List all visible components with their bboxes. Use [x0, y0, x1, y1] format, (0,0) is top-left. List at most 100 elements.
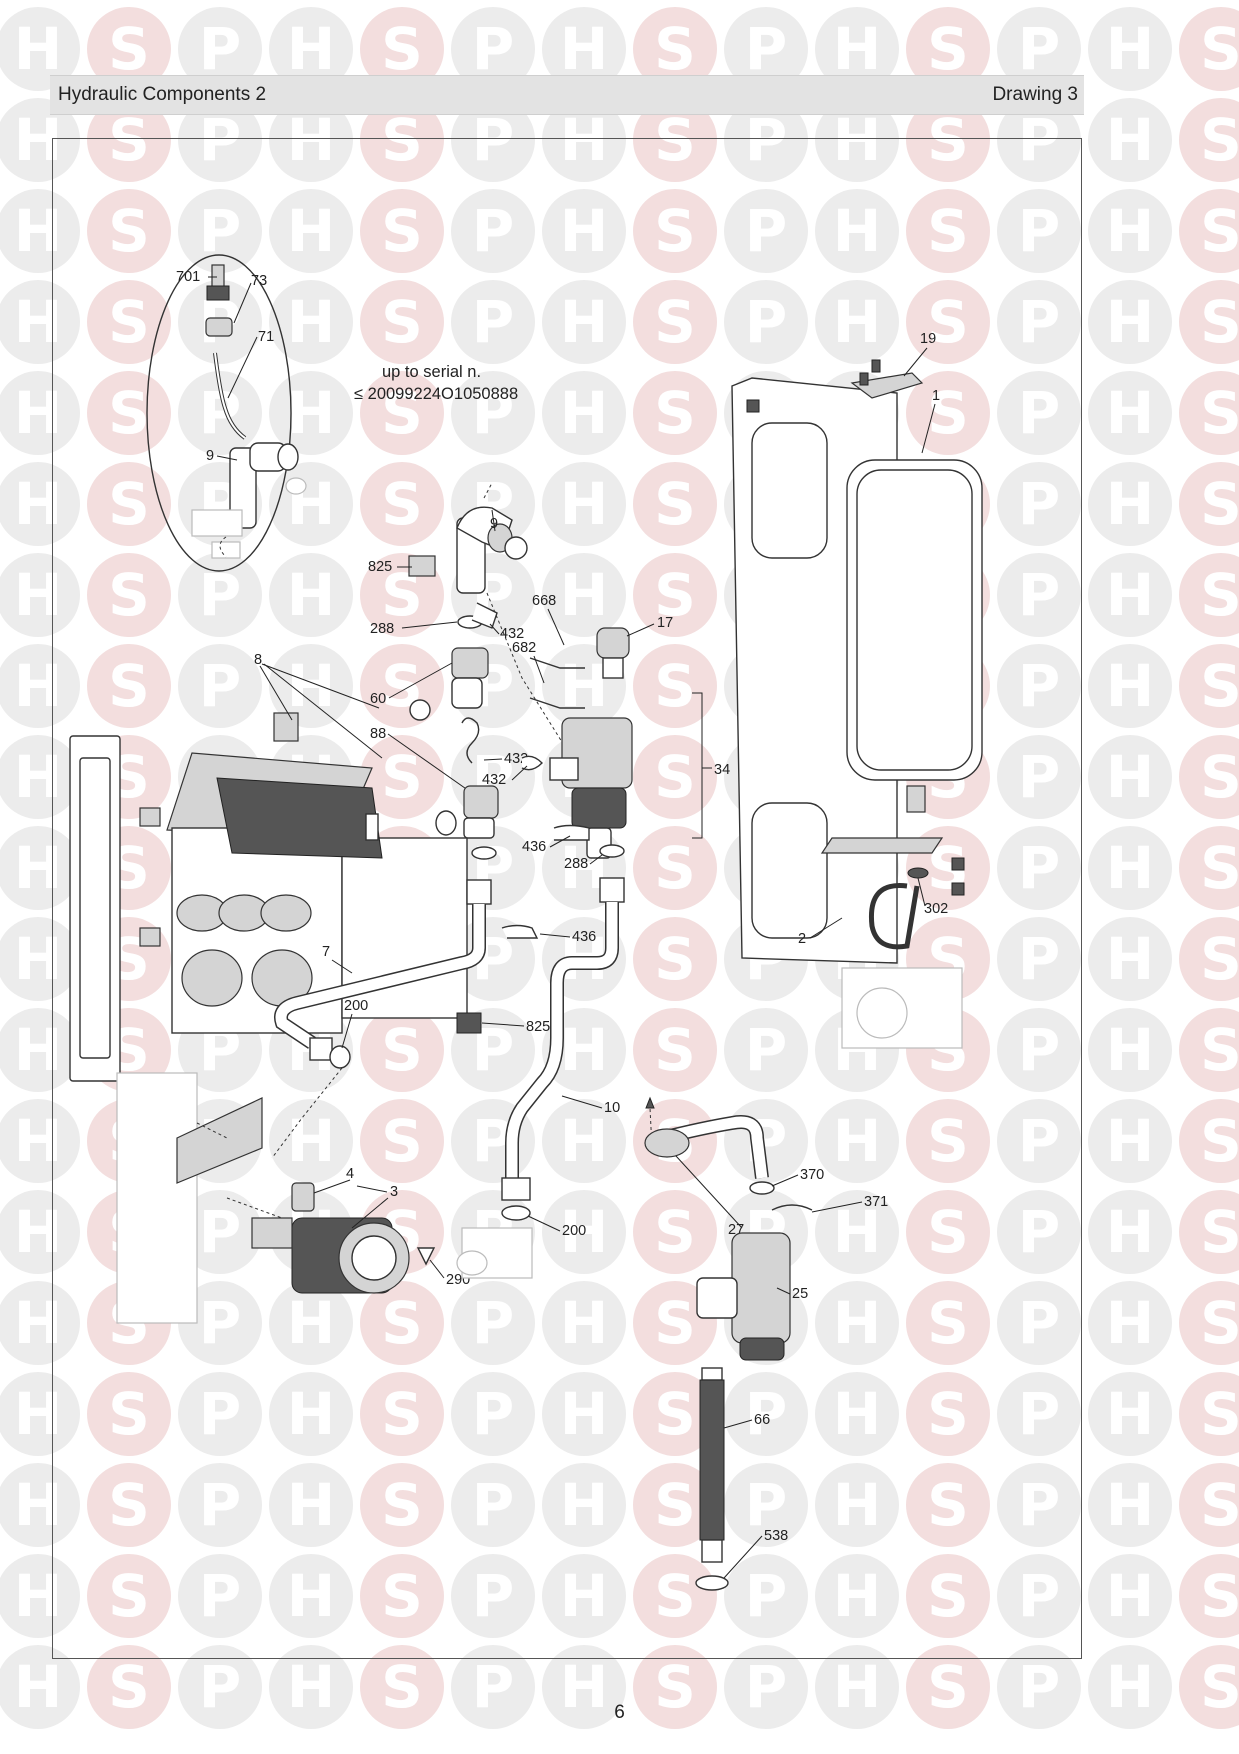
watermark-letter: H — [1106, 106, 1155, 174]
watermark-circle — [1179, 826, 1239, 910]
watermark-circle — [360, 1372, 444, 1456]
watermark-letter: H — [560, 197, 609, 265]
watermark-circle — [815, 1099, 899, 1183]
watermark-circle — [1088, 1008, 1172, 1092]
watermark-circle — [1088, 1463, 1172, 1547]
watermark-letter: H — [14, 1562, 63, 1630]
watermark-circle — [906, 98, 990, 182]
watermark-circle — [87, 462, 171, 546]
watermark-letter: S — [654, 379, 696, 447]
watermark-circle — [0, 1281, 80, 1365]
label-34: 34 — [714, 762, 730, 778]
watermark-letter: P — [472, 1289, 515, 1357]
watermark-letter: S — [1200, 561, 1239, 629]
watermark-circle — [633, 644, 717, 728]
connector-60 — [409, 647, 489, 721]
watermark-circle — [724, 1554, 808, 1638]
watermark-circle — [633, 1645, 717, 1729]
watermark-letter: S — [654, 1289, 696, 1357]
watermark-circle — [1088, 735, 1172, 819]
watermark-circle — [906, 1645, 990, 1729]
watermark-letter: S — [381, 379, 423, 447]
watermark-letter: P — [1018, 288, 1061, 356]
watermark-letter: S — [108, 288, 150, 356]
watermark-circle — [1088, 644, 1172, 728]
watermark-letter: S — [381, 470, 423, 538]
watermark-circle — [815, 1645, 899, 1729]
watermark-letter: S — [381, 743, 423, 811]
label-2: 2 — [798, 931, 806, 947]
watermark-circle — [178, 1281, 262, 1365]
watermark-circle — [451, 1372, 535, 1456]
pipe-27 — [644, 1096, 769, 1179]
watermark-letter: P — [1018, 197, 1061, 265]
watermark-circle — [269, 280, 353, 364]
watermark-letter: P — [745, 1016, 788, 1084]
label-682: 682 — [512, 640, 536, 656]
watermark-circle — [815, 1372, 899, 1456]
watermark-circle — [0, 1554, 80, 1638]
watermark-letter: S — [108, 106, 150, 174]
label-668: 668 — [532, 593, 556, 609]
watermark-letter: H — [14, 1107, 63, 1175]
washer-302 — [907, 867, 929, 879]
watermark-letter: P — [1018, 834, 1061, 902]
watermark-letter: S — [654, 1198, 696, 1266]
watermark-circle — [1179, 553, 1239, 637]
watermark-letter: P — [472, 15, 515, 83]
watermark-letter: H — [560, 288, 609, 356]
watermark-letter: H — [833, 1562, 882, 1630]
watermark-circle — [1179, 1008, 1239, 1092]
watermark-letter: S — [381, 1380, 423, 1448]
watermark-circle — [87, 98, 171, 182]
watermark-letter: P — [1018, 470, 1061, 538]
watermark-letter: S — [927, 106, 969, 174]
watermark-circle — [997, 1008, 1081, 1092]
watermark-letter: P — [472, 288, 515, 356]
watermark-circle — [269, 1281, 353, 1365]
watermark-circle — [1088, 1190, 1172, 1274]
watermark-letter: H — [14, 834, 63, 902]
watermark-letter: H — [14, 288, 63, 356]
watermark-letter: P — [1018, 743, 1061, 811]
watermark-letter: H — [560, 1016, 609, 1084]
watermark-circle — [1179, 917, 1239, 1001]
watermark-letter: S — [1200, 15, 1239, 83]
watermark-letter: S — [381, 1562, 423, 1630]
watermark-letter: H — [833, 1471, 882, 1539]
serial-note-line1: up to serial n. — [382, 363, 481, 381]
label-436-right: 436 — [522, 839, 546, 855]
watermark-letter: S — [927, 1653, 969, 1721]
watermark-circle — [451, 371, 535, 455]
watermark-letter: H — [14, 106, 63, 174]
watermark-circle — [1088, 7, 1172, 91]
watermark-letter: S — [654, 106, 696, 174]
watermark-letter: H — [1106, 1107, 1155, 1175]
watermark-circle — [542, 1463, 626, 1547]
label-371: 371 — [864, 1194, 888, 1210]
watermark-circle — [542, 1554, 626, 1638]
label-9-inset: 9 — [206, 448, 214, 464]
watermark-letter: S — [1200, 470, 1239, 538]
label-302: 302 — [924, 901, 948, 917]
watermark-letter: P — [745, 1562, 788, 1630]
watermark-circle — [724, 280, 808, 364]
watermark-letter: H — [14, 743, 63, 811]
clip-432-mid — [461, 717, 480, 764]
watermark-letter: H — [14, 1289, 63, 1357]
watermark-circle — [633, 826, 717, 910]
heat-exchanger-assembly — [69, 712, 468, 1082]
watermark-letter: S — [654, 197, 696, 265]
watermark-letter: S — [381, 1016, 423, 1084]
watermark-circle — [0, 280, 80, 364]
watermark-letter: H — [560, 1471, 609, 1539]
watermark-letter: H — [1106, 288, 1155, 356]
watermark-circle — [1179, 462, 1239, 546]
watermark-letter: H — [1106, 1289, 1155, 1357]
watermark-circle — [87, 644, 171, 728]
watermark-letter: H — [1106, 1016, 1155, 1084]
watermark-circle — [906, 189, 990, 273]
watermark-letter: P — [1018, 1653, 1061, 1721]
clip-825-top — [408, 555, 436, 577]
label-25: 25 — [792, 1286, 808, 1302]
